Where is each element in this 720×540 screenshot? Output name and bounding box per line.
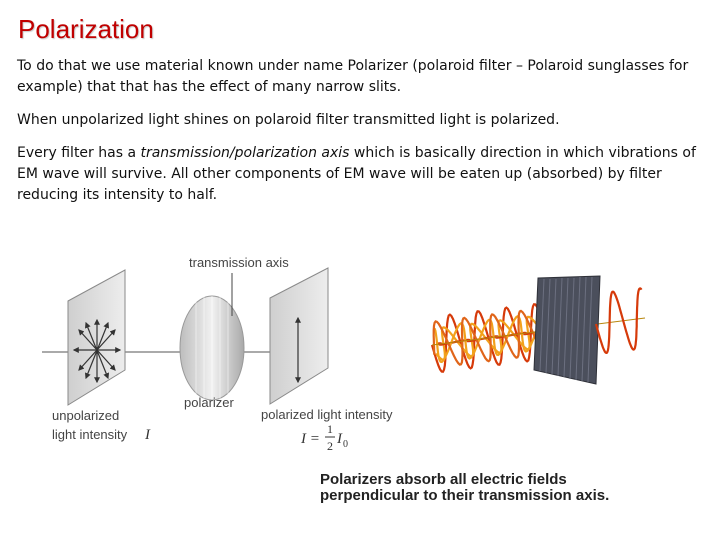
paragraph-polarizer: To do that we use material known under n… [17,58,689,95]
label-transmission-axis: transmission axis [189,255,289,270]
polarized-plate [269,267,329,405]
p3-axis-term: transmission/polarization axis [140,145,350,161]
formula-lhs: I = [300,431,320,447]
label-polarized-intensity: polarized light intensity [261,407,393,422]
formula-numerator: 1 [327,422,333,436]
label-polarizer: polarizer [184,395,235,410]
polarizer-lens [179,295,245,401]
unpolarized-plate [67,269,126,406]
label-intensity-symbol: I [144,427,151,443]
polarizing-filter [533,275,601,385]
p3-text-start: Every filter has a [17,145,141,161]
formula-denominator: 2 [327,439,333,453]
wave-filter-illustration: Polarizers absorb all electric fields pe… [320,275,646,504]
p3-text-end: which is basically direction in which vi… [17,145,696,203]
paragraph-unpolarized-light: When unpolarized light shines on polaroi… [17,112,560,128]
polarizer-diagram: transmission axis polarizer unpolarized … [42,255,393,453]
slide-title: Polarization [18,14,154,44]
label-unpolarized: unpolarized [52,408,119,423]
random-vibration-arrows [72,318,122,384]
unpolarized-wave-bundle [430,303,551,373]
formula-intensity: I [336,431,343,447]
caption-line-1: Polarizers absorb all electric fields [320,471,567,488]
polarized-wave [594,287,643,354]
paragraph-transmission-axis: Every filter has a transmission/polariza… [17,143,707,206]
caption-line-2: perpendicular to their transmission axis… [320,487,609,504]
formula-subscript: 0 [343,439,348,450]
label-light-intensity: light intensity [52,427,128,442]
half-intensity-formula: I = 1 2 I 0 [300,422,348,453]
